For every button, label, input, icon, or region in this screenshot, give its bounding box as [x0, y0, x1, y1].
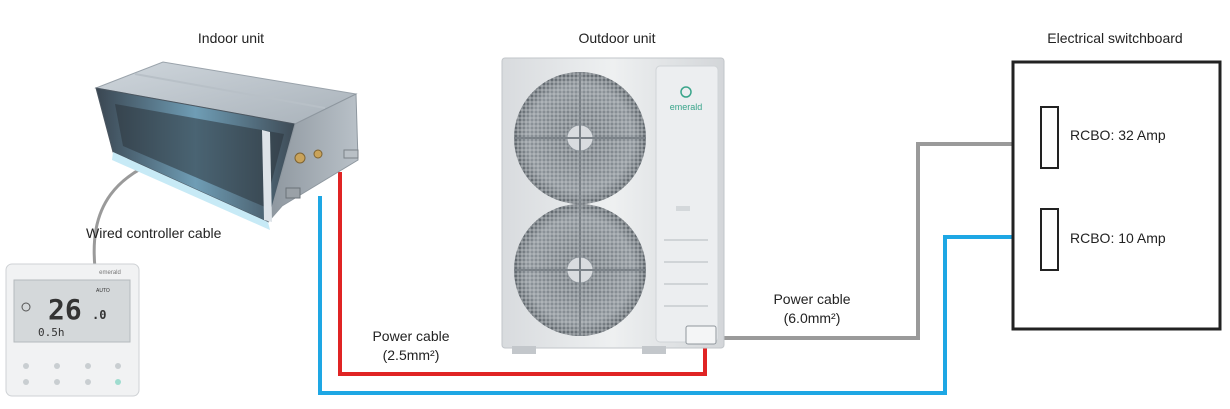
power-cable-outdoor-line	[718, 142, 1041, 340]
controller-button-2	[54, 363, 60, 369]
signal-cable-line	[318, 196, 1041, 395]
outdoor-unit-label: Outdoor unit	[578, 30, 655, 46]
controller-mode-text: AUTO	[96, 288, 110, 294]
indoor-unit-illustration	[94, 61, 359, 230]
rcbo-32-breaker	[1040, 106, 1059, 169]
rcbo-32-label: RCBO: 32 Amp	[1070, 127, 1166, 143]
power-cable-outdoor-label: Power cable	[773, 291, 850, 307]
emerald-logo-icon	[680, 86, 692, 98]
wired-controller-illustration: emerald 26 .0 0.5h AUTO	[5, 263, 140, 397]
controller-button-7	[85, 379, 91, 385]
controller-brand-logo: emerald	[99, 270, 121, 276]
controller-button-1	[23, 363, 29, 369]
indoor-unit-label: Indoor unit	[198, 30, 264, 46]
controller-button-4	[115, 363, 121, 369]
power-cable-indoor-label: Power cable	[372, 328, 449, 344]
wired-controller-cable-label: Wired controller cable	[86, 225, 222, 241]
outdoor-unit-illustration: emerald	[501, 57, 725, 354]
power-cable-outdoor-size: (6.0mm²)	[784, 310, 841, 326]
electrical-switchboard	[1011, 60, 1222, 331]
rcbo-10-label: RCBO: 10 Amp	[1070, 230, 1166, 246]
controller-button-5	[23, 379, 29, 385]
outdoor-brand-logo: emerald	[670, 102, 703, 112]
controller-temp-decimal: .0	[92, 308, 106, 322]
controller-power-button	[115, 379, 121, 385]
controller-button-3	[85, 363, 91, 369]
power-cable-indoor-line	[338, 172, 707, 376]
controller-button-6	[54, 379, 60, 385]
controller-temp-readout: 26	[48, 293, 82, 326]
controller-timer-readout: 0.5h	[38, 326, 65, 339]
switchboard-label: Electrical switchboard	[1047, 30, 1182, 46]
rcbo-10-breaker	[1040, 208, 1059, 271]
sun-icon	[21, 302, 31, 312]
switchboard-frame	[1011, 60, 1222, 331]
power-cable-indoor-size: (2.5mm²)	[383, 347, 440, 363]
